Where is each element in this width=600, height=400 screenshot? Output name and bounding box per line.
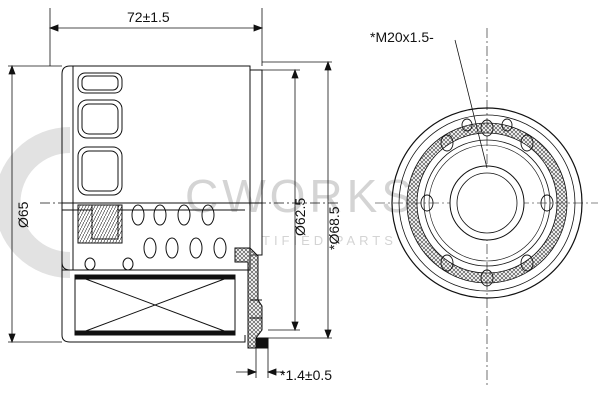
end-view [375, 28, 598, 385]
thread-label: *M20x1.5- [370, 29, 434, 45]
bypass-valve-hatch [91, 204, 119, 240]
flute-3 [77, 146, 123, 196]
dim-gasket-arrow-left [247, 368, 258, 376]
dim-length-arrow-right [253, 24, 264, 32]
dim-od-arrow-top [8, 64, 16, 75]
end-thread-inner [456, 172, 518, 234]
dim-seal-id-arrow-bottom [291, 321, 299, 332]
end-rim-ring [398, 114, 576, 292]
end-inner-ring [428, 144, 546, 262]
end-plate-ring [423, 139, 551, 267]
lower-section-strip-bottom [74, 330, 236, 336]
dim-seal-od-arrow-top [324, 60, 332, 71]
dim-seal-od-arrow-bottom [324, 329, 332, 340]
dim-seal-id-arrow-top [291, 68, 299, 79]
flute-1 [77, 72, 123, 94]
flute-2-inner [81, 103, 119, 135]
base-plate [234, 247, 263, 349]
dim-length-arrow-left [48, 24, 59, 32]
gasket [255, 337, 269, 349]
lower-section-strip-top [74, 274, 236, 280]
end-gasket-annulus [406, 122, 568, 284]
watermark-logo-arc [0, 127, 71, 278]
dim-od-label: Ø65 [15, 201, 31, 228]
dim-seal-od-label: *Ø68.5 [326, 206, 342, 250]
flute-3-inner [81, 150, 119, 192]
flute-2 [77, 99, 123, 139]
thread-leader [454, 39, 488, 169]
dim-length-label: 72±1.5 [127, 9, 170, 25]
end-thread-outer [449, 165, 525, 241]
dim-gasket-label: *1.4±0.5 [280, 367, 332, 383]
thread-neck [250, 299, 262, 319]
dim-gasket-arrow-right [266, 368, 277, 376]
watermark-brand: CWORKS [185, 170, 416, 222]
end-outer-ring [391, 107, 583, 299]
center-tube-holes [84, 204, 227, 271]
end-inlet-holes [420, 118, 554, 287]
can-bottom-outline [61, 262, 246, 343]
lower-section-cross-2 [74, 274, 236, 336]
dim-seal-id-label: Ø62.5 [292, 198, 308, 236]
thread-callout [454, 39, 488, 169]
dim-od-arrow-bottom [8, 333, 16, 344]
side-view-dimensions [8, 8, 340, 378]
flute-1-inner [81, 75, 119, 91]
